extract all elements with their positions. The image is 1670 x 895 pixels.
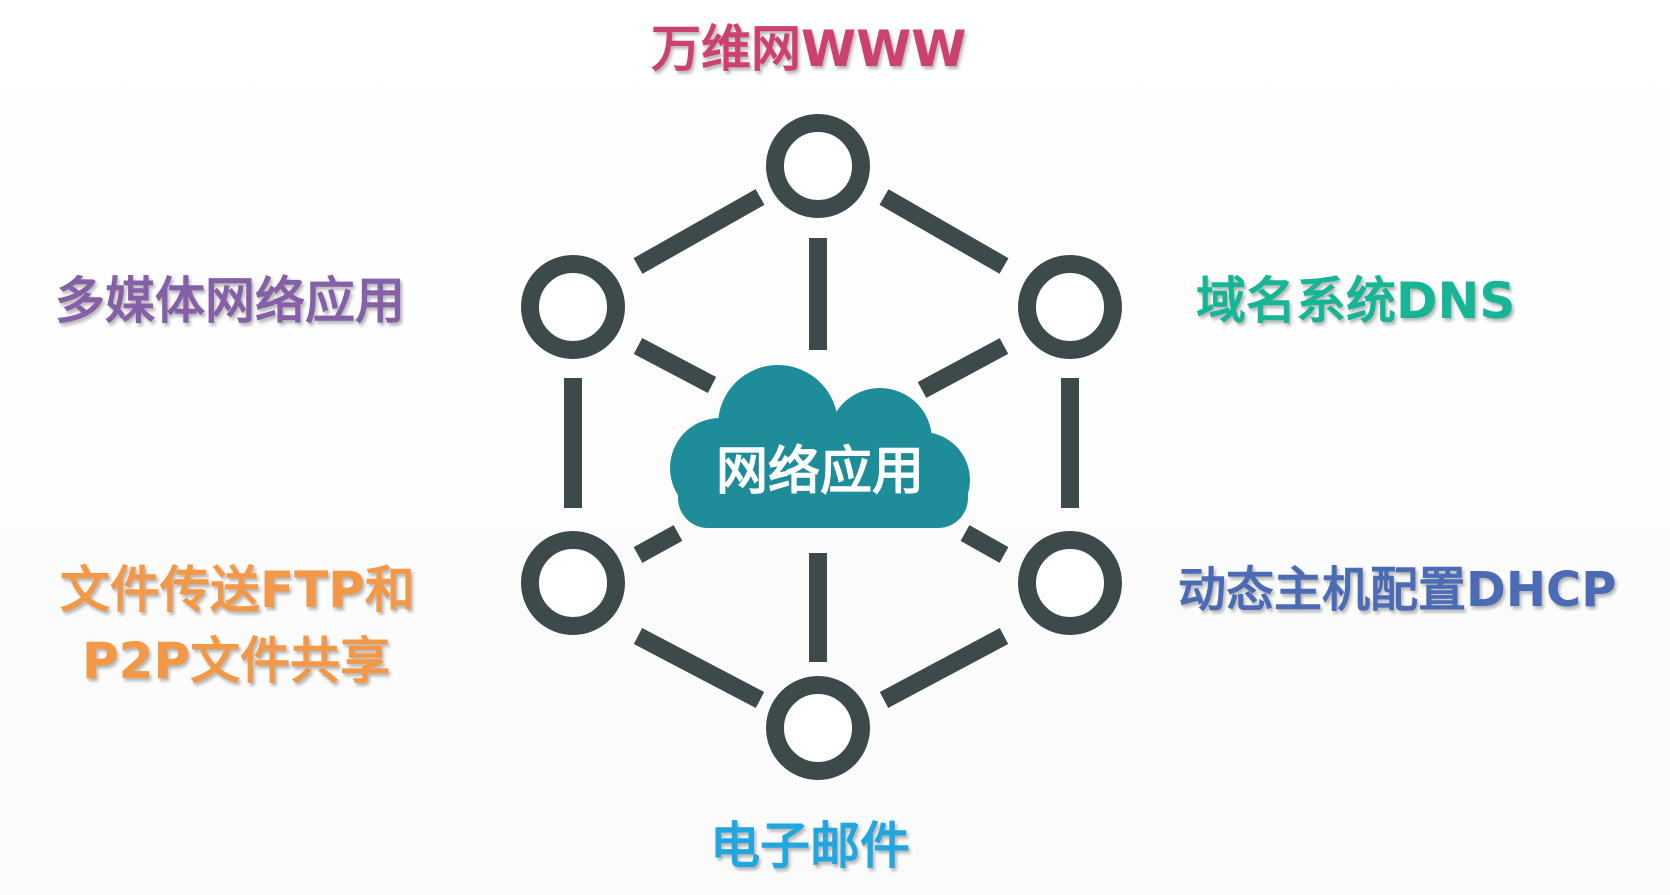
edge-upperleft-center: [633, 338, 717, 393]
node-lower-right: [1018, 531, 1122, 635]
node-top: [766, 114, 870, 218]
node-upper-left: [521, 255, 625, 359]
node-upper-right: [1018, 255, 1122, 359]
edge-top-upperleft: [633, 189, 765, 274]
edge-upperright-center: [917, 338, 1009, 398]
label-ftp-line1: 文件传送FTP和: [60, 561, 415, 619]
label-email: 电子邮件: [710, 817, 910, 875]
node-bottom: [766, 676, 870, 780]
edge-lowerleft-center: [633, 525, 683, 563]
label-www: 万维网WWW: [651, 20, 967, 78]
edge-lowerleft-bottom: [633, 628, 765, 708]
edge-lowerright-bottom: [879, 628, 1009, 708]
edge-top-upperright: [879, 189, 1009, 274]
label-dhcp: 动态主机配置DHCP: [1178, 562, 1617, 618]
cloud-icon: [670, 365, 970, 528]
center-label: 网络应用: [715, 442, 924, 502]
label-multimedia: 多媒体网络应用: [55, 272, 405, 330]
label-dns: 域名系统DNS: [1196, 272, 1516, 330]
node-lower-left: [521, 531, 625, 635]
label-ftp-line2: P2P文件共享: [82, 632, 391, 690]
edge-lowerright-center: [960, 525, 1009, 563]
